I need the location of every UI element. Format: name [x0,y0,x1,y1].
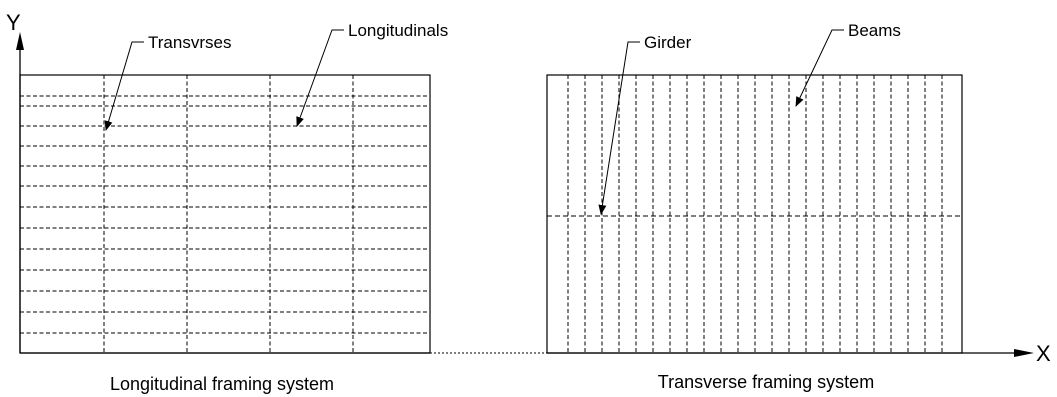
transverse-framing-panel: Girder Beams Transverse framing system [546,21,963,392]
transverses-leader [104,41,144,131]
longitudinals-leader [296,29,344,127]
right-panel-caption: Transverse framing system [658,372,874,392]
left-panel-caption: Longitudinal framing system [110,374,334,394]
girder-callout: Girder [644,33,692,52]
longitudinals-callout: Longitudinals [348,21,448,40]
longitudinal-framing-panel: Transvrses Longitudinals Longitudinal fr… [19,21,448,394]
x-axis-label: X [1036,341,1051,366]
y-axis-label: Y [6,10,21,35]
beams-callout: Beams [848,21,901,40]
left-panel-frame [19,74,431,354]
girder-leader [598,41,640,215]
y-axis-arrowhead [16,32,24,50]
x-axis-arrowhead [1014,349,1034,357]
transverses-callout: Transvrses [148,33,231,52]
beams-leader [795,29,844,107]
